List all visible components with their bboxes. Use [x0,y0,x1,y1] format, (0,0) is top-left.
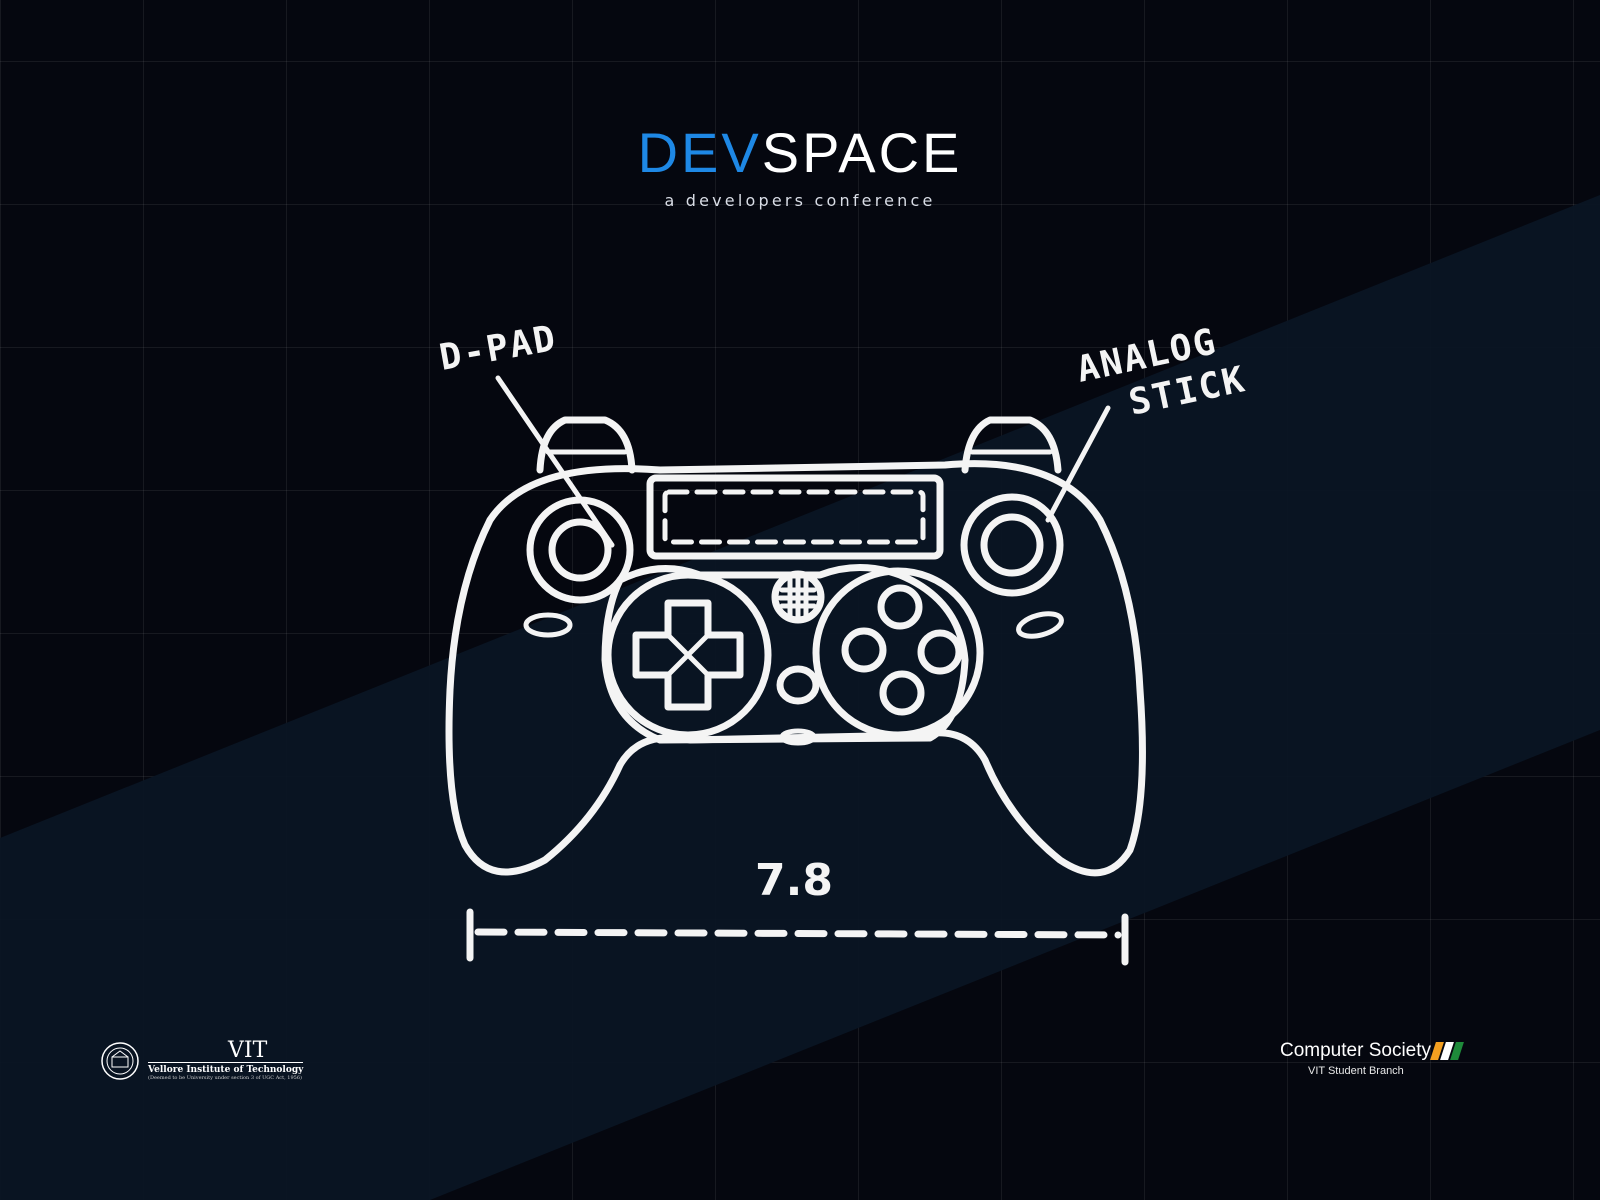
india-flag-icon [1430,1042,1464,1060]
home-button [776,665,820,705]
dimension-line [466,908,1129,966]
cs-title: Computer Society [1280,1040,1432,1061]
vit-name: Vellore Institute of Technology [148,1062,304,1075]
logo-dev: DEV [637,121,762,184]
face-button-left [841,627,887,673]
dpad-pointer [495,375,615,548]
logo-wordmark: DEVSPACE [0,125,1600,181]
devspace-logo: DEVSPACE a developers conference [0,125,1600,211]
right-analog-stick [960,493,1064,597]
vit-logo: VIT Vellore Institute of Technology (Dee… [100,1038,304,1081]
analog-pointer [1045,405,1111,523]
dpad-housing [604,571,772,739]
face-button-right [917,629,963,675]
vit-sub: (Deemed to be University under section 3… [148,1075,302,1081]
computer-society-logo: Computer Society VIT Student Branch [1280,1040,1464,1077]
vit-abbr: VIT [228,1038,268,1063]
tagline: a developers conference [664,191,936,210]
logo-space: SPACE [761,121,963,184]
vit-seal-icon [101,1041,139,1080]
cs-branch: VIT Student Branch [1308,1065,1404,1077]
dpad-label: D-PAD [436,318,560,379]
dimension-label: 7.8 [755,855,833,906]
face-buttons-housing [812,567,984,739]
right-trigger [961,416,1062,474]
touchpad [646,474,944,560]
face-button-bottom [879,670,925,716]
face-button-top [877,584,923,630]
